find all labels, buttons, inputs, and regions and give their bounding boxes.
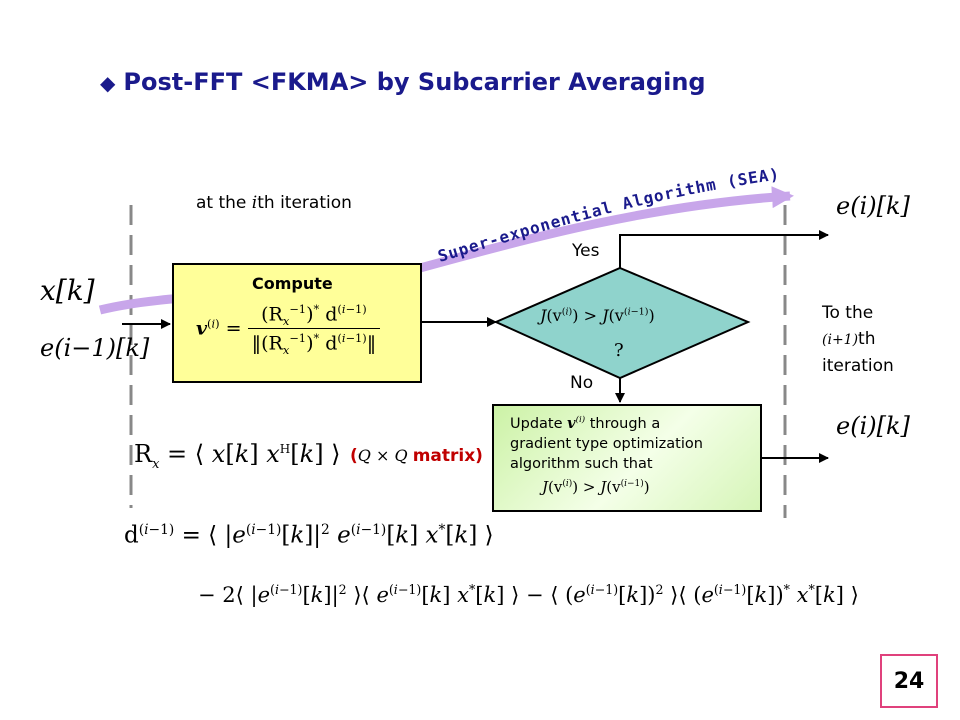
input-x-text: x[k] <box>40 274 95 307</box>
next-iteration-index: (i+1) <box>822 332 859 348</box>
diamond-bullet-icon: ◆ <box>100 71 116 95</box>
compute-fraction: (Rx−1)* d(i−1) ‖(Rx−1)* d(i−1)‖ <box>247 302 381 357</box>
iteration-label: at the ith iteration <box>196 193 352 213</box>
next-iteration-line3: iteration <box>822 356 894 376</box>
next-iteration-th: th <box>858 329 876 349</box>
output-e-top: e(i)[k] <box>836 192 910 220</box>
matrix-note-open: ( <box>350 446 358 466</box>
decision-question: ? <box>614 340 624 361</box>
input-e-prev-text: e(i−1)[k] <box>40 334 150 362</box>
update-line1-suffix: through a <box>589 415 661 432</box>
input-e-prev: e(i−1)[k] <box>40 334 149 362</box>
iteration-index: i <box>251 193 258 213</box>
update-text: Update v(i) through a gradient type opti… <box>510 410 760 497</box>
compute-box <box>172 263 422 383</box>
yes-label: Yes <box>572 241 600 261</box>
update-line1-prefix: Update <box>510 415 563 432</box>
output-e-bottom: e(i)[k] <box>836 412 910 440</box>
decision-condition: J(v(i)) > J(v(i−1)) <box>540 306 655 325</box>
compute-formula: v(i) = (Rx−1)* d(i−1) ‖(Rx−1)* d(i−1)‖ <box>196 302 381 357</box>
next-iteration-line1: To the <box>822 303 874 323</box>
next-iteration-note: To the (i+1)th iteration <box>822 300 894 379</box>
iteration-suffix: th iteration <box>257 193 352 213</box>
no-label: No <box>570 373 594 393</box>
d-formula-line2: − 2⟨ |e(i−1)[k]|2 ⟩⟨ e(i−1)[k] x*[k] ⟩ −… <box>198 582 859 607</box>
matrix-note: (Q × Q matrix) <box>350 446 483 466</box>
yes-branch-arrow <box>619 230 829 268</box>
slide-title-text: Post-FFT <FKMA> by Subcarrier Averaging <box>123 68 706 96</box>
update-box <box>492 404 762 512</box>
input-x-k: x[k] <box>40 274 95 307</box>
update-line2: gradient type optimization <box>510 435 703 452</box>
matrix-note-word: matrix) <box>412 446 483 466</box>
sea-label: Super-exponential Algorithm (SEA) <box>436 164 781 265</box>
rx-formula: Rx = ⟨ x[k] xH[k] ⟩ <box>134 440 341 472</box>
slide-title: ◆ Post-FFT <FKMA> by Subcarrier Averaging <box>100 68 706 96</box>
update-condition: J(v(i)) > J(v(i−1)) <box>542 477 650 496</box>
matrix-note-dims: Q × Q <box>357 446 408 465</box>
iteration-prefix: at the <box>196 193 247 213</box>
d-formula-line1: d(i−1) = ⟨ |e(i−1)[k]|2 e(i−1)[k] x*[k] … <box>124 522 494 549</box>
update-line3: algorithm such that <box>510 455 653 472</box>
page-number: 24 <box>880 654 938 708</box>
compute-label: Compute <box>252 274 333 293</box>
